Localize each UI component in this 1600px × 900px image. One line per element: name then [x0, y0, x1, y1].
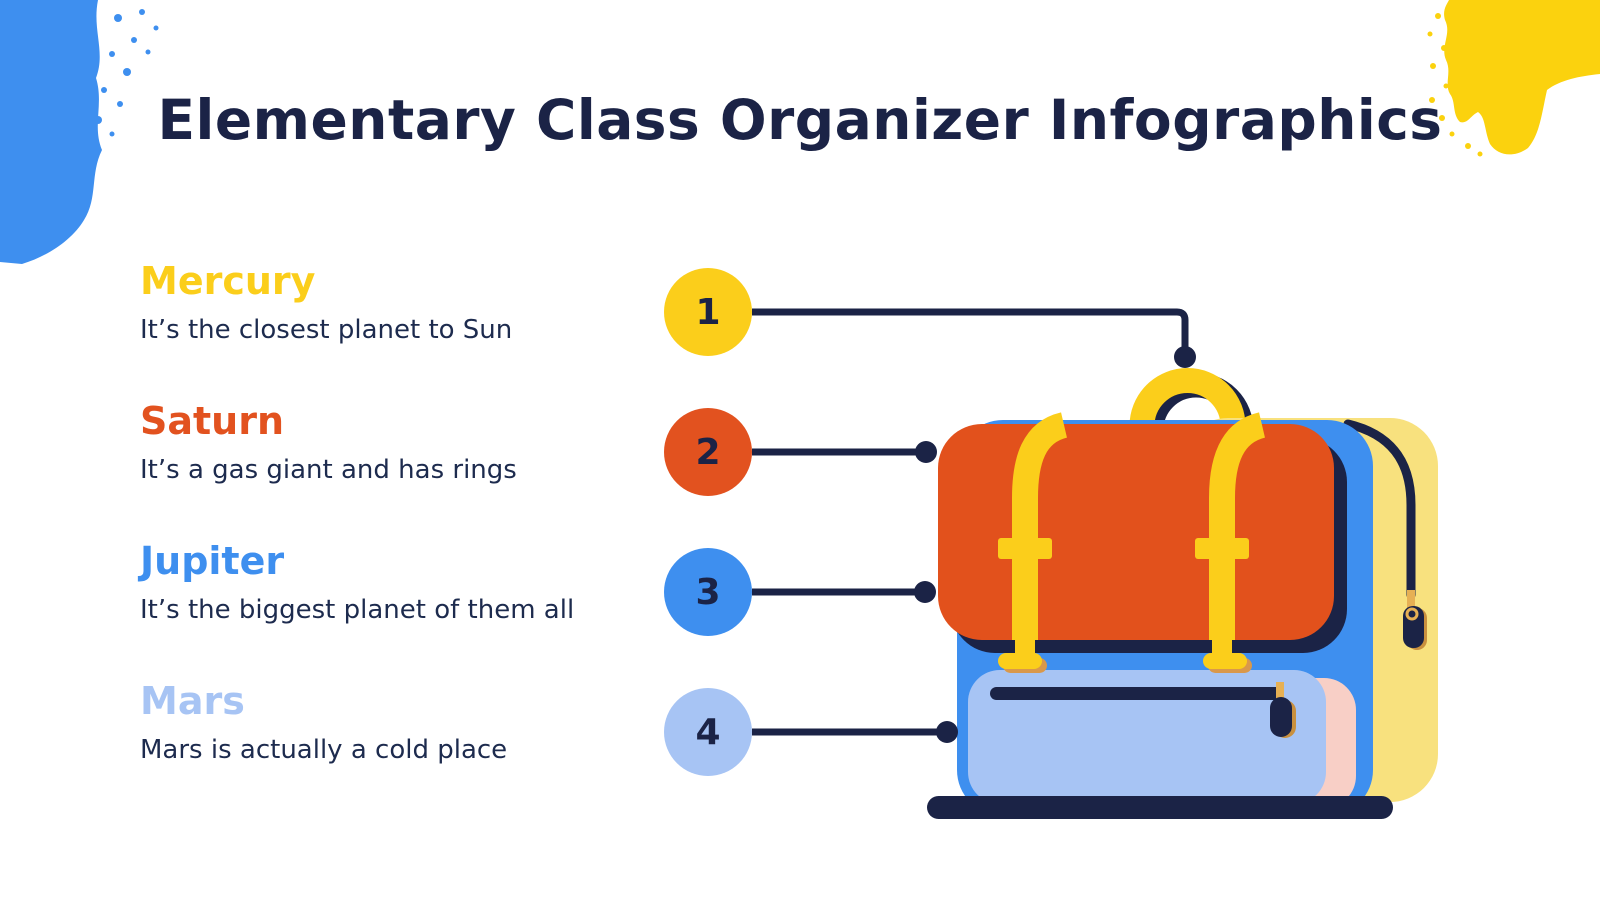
planet-item-mars: Mars Mars is actually a cold place: [140, 682, 670, 765]
backpack-base: [927, 796, 1393, 819]
planet-description: It’s the closest planet to Sun: [140, 315, 513, 345]
step-badge-3: 3: [664, 548, 752, 636]
backpack-illustration: [927, 368, 1438, 819]
connector-line-3: [752, 581, 936, 603]
backpack-handle: [1129, 368, 1254, 431]
connector-line-2: [752, 441, 937, 463]
planet-item-jupiter: Jupiter It’s the biggest planet of them …: [140, 542, 670, 625]
blue-paint-stroke: [0, 0, 159, 264]
planet-name: Jupiter: [140, 539, 285, 583]
backpack-strap-right: [1195, 412, 1266, 673]
planet-name: Mars: [140, 679, 245, 723]
connector-lines: [752, 308, 1196, 743]
backpack-strap-left: [998, 412, 1068, 673]
step-badge-4: 4: [664, 688, 752, 776]
connector-line-1: [752, 308, 1196, 368]
page-title: Elementary Class Organizer Infographics: [157, 88, 1443, 152]
planet-name: Mercury: [140, 259, 316, 303]
planet-description: It’s a gas giant and has rings: [140, 455, 517, 485]
connector-line-4: [752, 721, 958, 743]
backpack-pocket-zipper: [990, 682, 1296, 738]
planet-item-saturn: Saturn It’s a gas giant and has rings: [140, 402, 670, 485]
backpack-side-zipper: [1343, 419, 1427, 650]
planet-description: It’s the biggest planet of them all: [140, 595, 575, 625]
backpack-flap: [938, 424, 1334, 640]
yellow-paint-stroke: [1427, 0, 1600, 157]
planet-description: Mars is actually a cold place: [140, 735, 508, 765]
backpack-front-pocket: [968, 670, 1326, 804]
planet-item-mercury: Mercury It’s the closest planet to Sun: [140, 262, 670, 345]
planet-name: Saturn: [140, 399, 285, 443]
step-badge-1: 1: [664, 268, 752, 356]
step-badge-2: 2: [664, 408, 752, 496]
